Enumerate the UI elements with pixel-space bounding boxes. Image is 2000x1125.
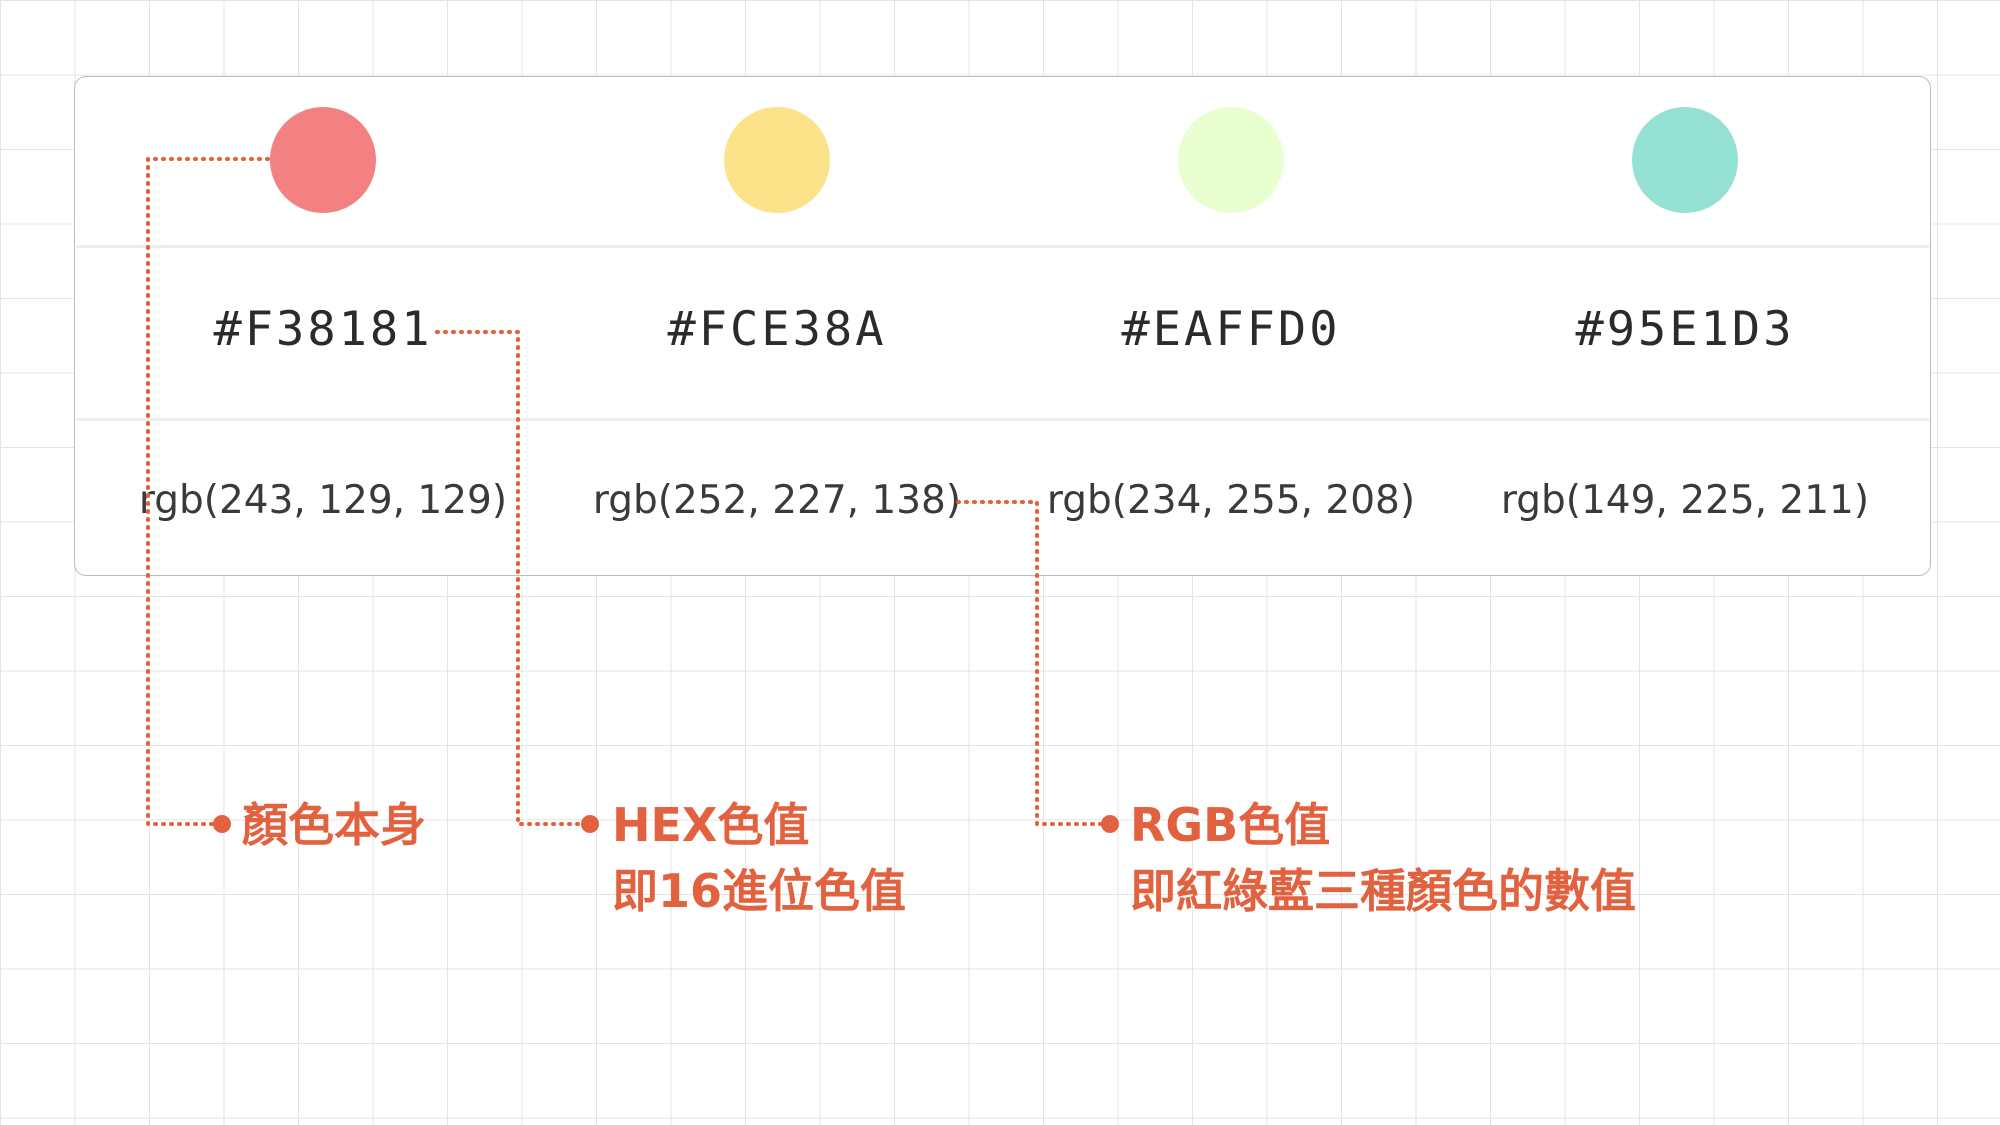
leader-line-hex — [435, 330, 588, 826]
hex-value-1: #F38181 — [213, 302, 433, 357]
color-swatch-3 — [1178, 107, 1284, 213]
annotation-color-itself-title: 顏色本身 — [242, 798, 426, 852]
color-swatch-4 — [1632, 107, 1738, 213]
color-swatch-2 — [724, 107, 830, 213]
annotation-color-itself: 顏色本身 — [242, 792, 426, 858]
annotation-hex: HEX色值 即16進位色值 — [612, 792, 906, 924]
rgb-value-4: rgb(149, 225, 211) — [1500, 478, 1870, 523]
leader-line-rgb — [956, 500, 1108, 826]
leader-dot-color — [213, 815, 231, 833]
leader-line-color — [146, 157, 270, 826]
rgb-value-3: rgb(234, 255, 208) — [1046, 478, 1416, 523]
hex-value-3: #EAFFD0 — [1121, 302, 1341, 357]
annotation-rgb: RGB色值 即紅綠藍三種顏色的數值 — [1130, 792, 1636, 924]
hex-value-2: #FCE38A — [667, 302, 887, 357]
color-swatch-1 — [270, 107, 376, 213]
row-divider-bottom — [76, 418, 1929, 421]
annotation-hex-title: HEX色值 — [612, 798, 810, 852]
color-palette-card — [74, 76, 1931, 576]
row-divider-top — [76, 245, 1929, 248]
annotation-hex-desc: 即16進位色值 — [612, 864, 907, 918]
annotation-rgb-title: RGB色值 — [1130, 798, 1331, 852]
hex-value-4: #95E1D3 — [1575, 302, 1795, 357]
rgb-value-2: rgb(252, 227, 138) — [592, 478, 962, 523]
annotation-rgb-desc: 即紅綠藍三種顏色的數值 — [1130, 864, 1636, 918]
leader-dot-rgb — [1101, 815, 1119, 833]
leader-dot-hex — [581, 815, 599, 833]
rgb-value-1: rgb(243, 129, 129) — [138, 478, 508, 523]
